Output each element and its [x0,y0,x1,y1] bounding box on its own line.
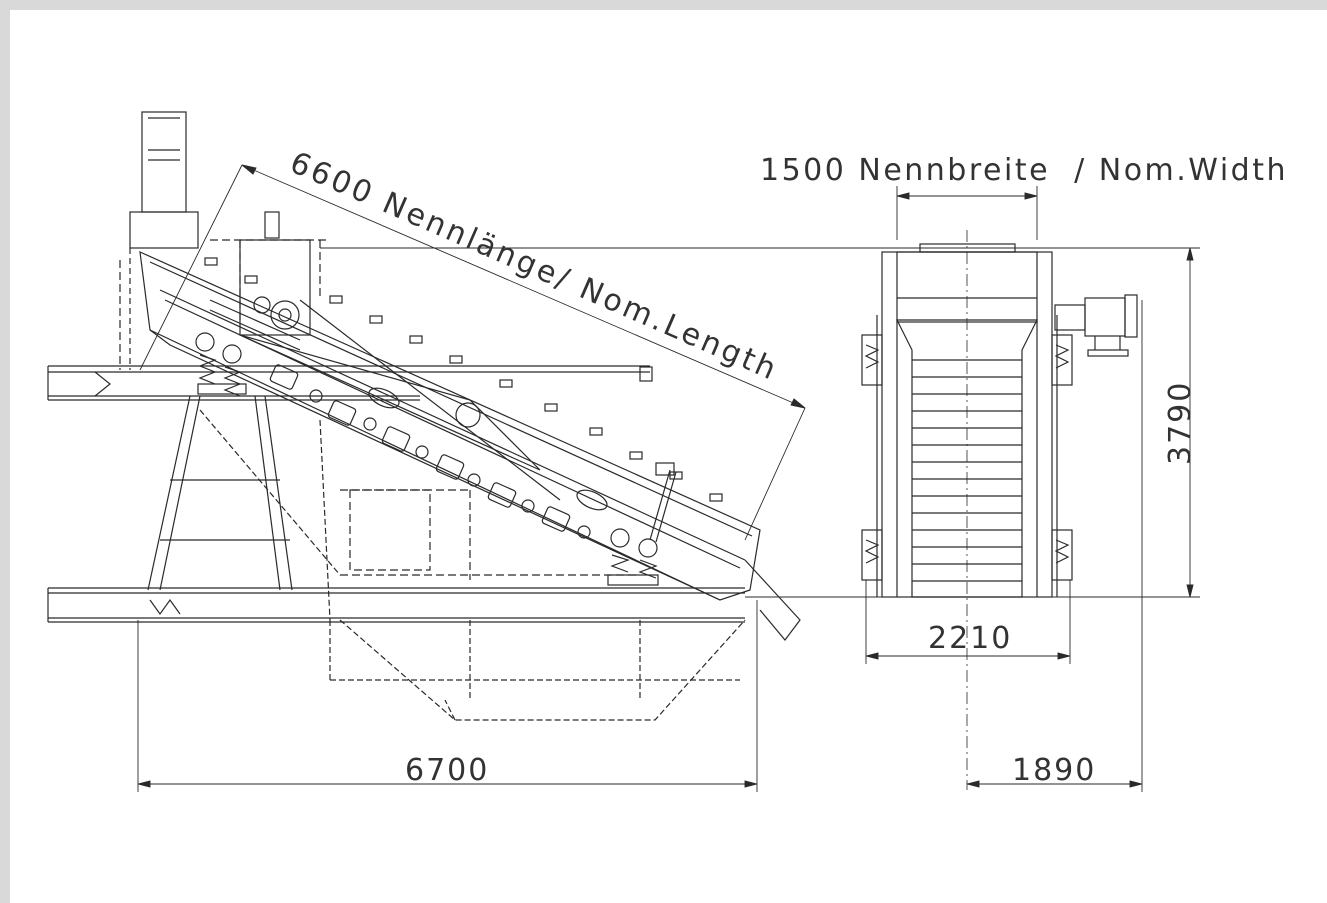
feed-chute [129,111,199,370]
nominal-width-label: 1500 Nennbreite / Nom.Width [760,153,1288,188]
nominal-length-label: 6600 Nennlänge/ Nom.Length [285,145,784,388]
offset-label: 1890 [1012,753,1096,788]
height-label: 3790 [1163,381,1198,465]
deck-bolts [204,257,723,502]
springs [195,332,677,586]
front-springs [861,334,1073,581]
drawing-sheet: 6600 Nennlänge/ Nom.Length 1500 Nennbrei… [10,10,1327,903]
front-view [861,230,1138,790]
legs [147,395,293,591]
front-motor [1054,294,1138,357]
side-width-label: 2210 [928,621,1012,656]
horizontal-beams [47,365,745,623]
technical-drawing: 6600 Nennlänge/ Nom.Length 1500 Nennbrei… [47,111,1288,792]
side-view [47,111,801,721]
dimension-lines [137,164,1200,792]
hopper [199,409,746,721]
drive-unit [209,211,311,351]
side-plate-holes [269,364,608,539]
screen-body [139,251,801,641]
overall-length-label: 6700 [405,753,489,788]
